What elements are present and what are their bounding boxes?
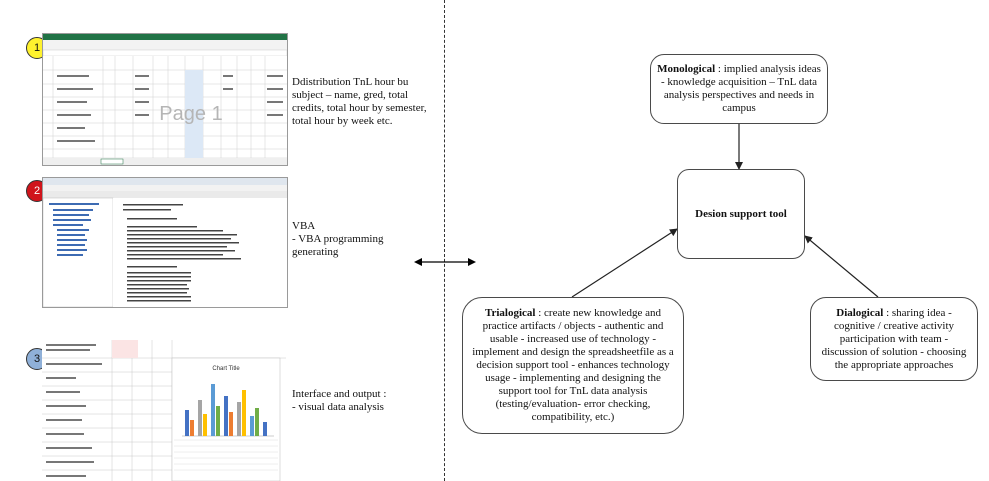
arrow-dialogical-to-center: [804, 235, 879, 298]
interface-thumbnail: Chart Title: [42, 340, 286, 481]
vba-editor-thumbnail: [43, 178, 287, 307]
dialogical-label: Dialogical: [836, 306, 884, 319]
page-watermark: Page 1: [159, 103, 222, 125]
trialogical-box: Trialogical : create new knowledge and p…: [462, 297, 684, 434]
trialogical-separator: :: [535, 307, 545, 319]
step-2-number: 2: [33, 185, 41, 197]
trialogical-text: create new knowledge and practice artifa…: [472, 307, 674, 423]
trialogical-label: Trialogical: [484, 307, 536, 319]
monological-separator: :: [715, 63, 724, 75]
step-1-description: Ddistribution TnL hour bu subject – name…: [292, 76, 427, 127]
step-3-title: Interface and output :: [292, 388, 387, 400]
dialogical-separator: :: [883, 306, 892, 319]
step-2-description: - VBA programming generating: [292, 233, 384, 258]
step-3-description: - visual data analysis: [292, 401, 384, 413]
monological-box: Monological : implied analysis ideas - k…: [650, 54, 828, 124]
spreadsheet-thumbnail: Page 1: [43, 34, 287, 165]
diagram-connectors: [571, 123, 879, 298]
dialogical-text: sharing idea - cognitive / creative acti…: [821, 306, 967, 371]
monological-label: Monological: [657, 63, 716, 75]
step-1-number: 1: [33, 42, 41, 54]
chart-title: Chart Title: [212, 366, 240, 372]
double-arrow-icon: [414, 258, 476, 266]
step-3-number: 3: [33, 353, 41, 365]
monological-text: implied analysis ideas - knowledge acqui…: [660, 63, 821, 114]
step-2-title: VBA: [292, 220, 316, 232]
panel-divider: [444, 0, 445, 481]
interface-output-screenshot: Chart Title: [42, 340, 286, 481]
arrow-trialogical-to-center: [571, 228, 678, 298]
decision-support-tool-box: Desion support tool: [677, 169, 805, 259]
center-label: Desion support tool: [695, 207, 787, 220]
vba-editor-screenshot: [42, 177, 288, 308]
dialogical-box: Dialogical : sharing idea - cognitive / …: [810, 297, 978, 381]
spreadsheet-screenshot: Page 1: [42, 33, 288, 166]
